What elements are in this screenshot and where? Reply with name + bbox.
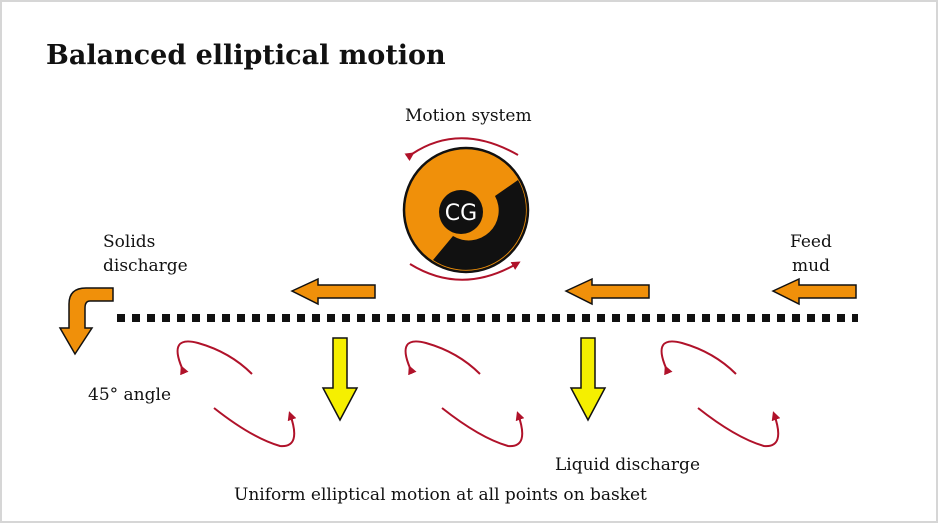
solids-label-line2: discharge (103, 256, 188, 276)
footer-caption: Uniform elliptical motion at all points … (234, 485, 647, 505)
solids-label-line1: Solids (103, 232, 156, 252)
elliptical-motion-indicator-3 (660, 340, 781, 448)
feed-arrow-icon (771, 277, 857, 306)
feed-label-line1: Feed (790, 232, 832, 252)
liquid-discharge-label: Liquid discharge (555, 455, 700, 475)
elliptical-motion-indicator-2 (404, 340, 525, 448)
flow-arrow-left-icon (290, 277, 376, 306)
angle-label: 45° angle (88, 385, 171, 405)
motion-system-label: Motion system (405, 106, 532, 126)
solids-discharge-arrow-icon (58, 287, 114, 356)
liquid-arrow-right-icon (569, 337, 607, 422)
diagram-title: Balanced elliptical motion (46, 40, 446, 71)
feed-label-line2: mud (792, 256, 830, 276)
cg-label: CG (445, 201, 477, 226)
elliptical-motion-indicator-1 (176, 340, 297, 448)
flow-arrow-middle-icon (564, 277, 650, 306)
motion-system-icon: CG (402, 137, 530, 281)
liquid-arrow-left-icon (321, 337, 359, 422)
